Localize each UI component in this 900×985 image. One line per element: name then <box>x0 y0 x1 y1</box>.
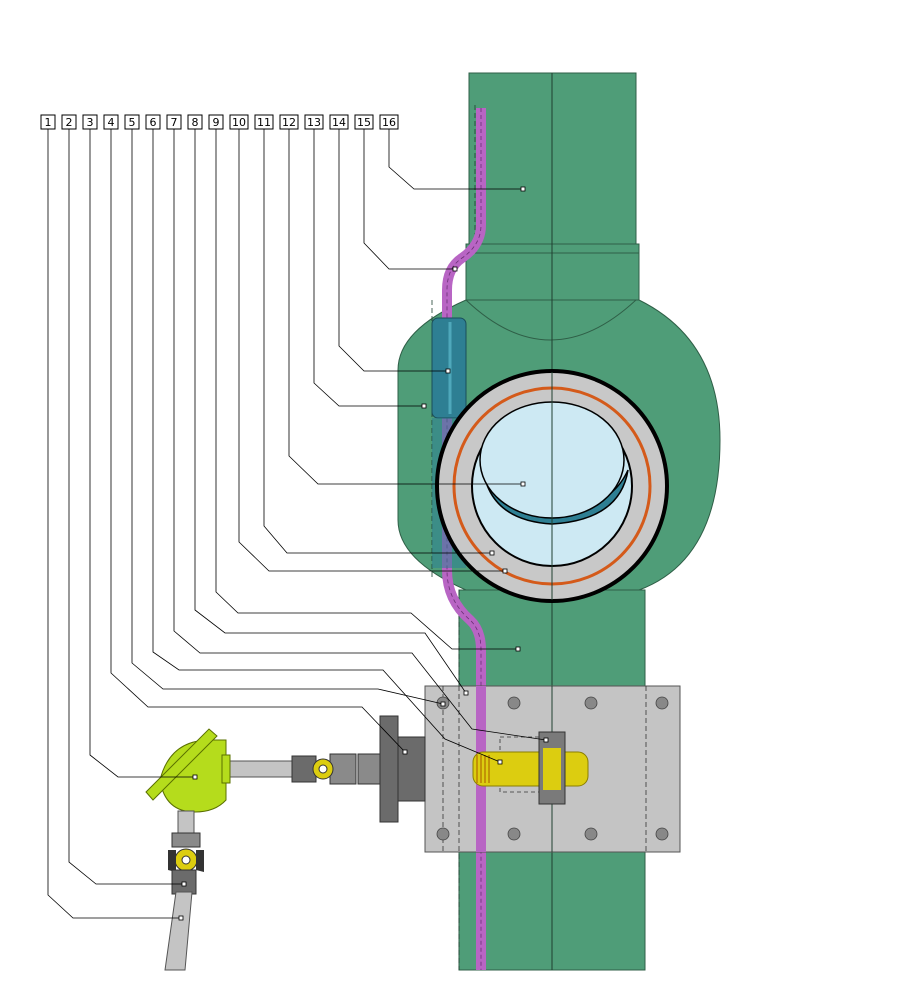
callout-7: 7 <box>166 114 182 130</box>
callout-1: 1 <box>40 114 56 130</box>
svg-text:5: 5 <box>129 116 136 129</box>
svg-text:15: 15 <box>357 116 371 129</box>
svg-text:1: 1 <box>45 116 52 129</box>
callout-14: 14 <box>329 114 349 130</box>
svg-text:13: 13 <box>307 116 321 129</box>
flange <box>357 715 426 823</box>
svg-text:4: 4 <box>108 116 115 129</box>
callout-15: 15 <box>354 114 374 130</box>
callout-2: 2 <box>61 114 77 130</box>
svg-text:10: 10 <box>232 116 246 129</box>
callout-13: 13 <box>304 114 324 130</box>
leader-lines <box>47 129 549 921</box>
svg-text:14: 14 <box>332 116 346 129</box>
svg-text:11: 11 <box>257 116 271 129</box>
callout-6: 6 <box>145 114 161 130</box>
callout-5: 5 <box>124 114 140 130</box>
svg-text:2: 2 <box>66 116 73 129</box>
callout-16: 16 <box>379 114 399 130</box>
gearbox <box>145 728 231 813</box>
svg-text:6: 6 <box>150 116 157 129</box>
svg-text:9: 9 <box>213 116 220 129</box>
ball-assembly <box>435 369 669 603</box>
callout-11: 11 <box>254 114 274 130</box>
callout-9: 9 <box>208 114 224 130</box>
vertical-shaft <box>164 810 204 971</box>
callout-12: 12 <box>279 114 299 130</box>
callout-8: 8 <box>187 114 203 130</box>
svg-text:3: 3 <box>87 116 94 129</box>
callout-10: 10 <box>229 114 249 130</box>
callout-4: 4 <box>103 114 119 130</box>
callout-labels: 1 2 3 4 5 6 7 8 9 10 11 12 13 14 15 16 <box>40 114 399 130</box>
svg-text:8: 8 <box>192 116 199 129</box>
callout-3: 3 <box>82 114 98 130</box>
svg-text:12: 12 <box>282 116 296 129</box>
svg-text:16: 16 <box>382 116 396 129</box>
svg-text:7: 7 <box>171 116 178 129</box>
horizontal-shaft <box>225 753 357 785</box>
